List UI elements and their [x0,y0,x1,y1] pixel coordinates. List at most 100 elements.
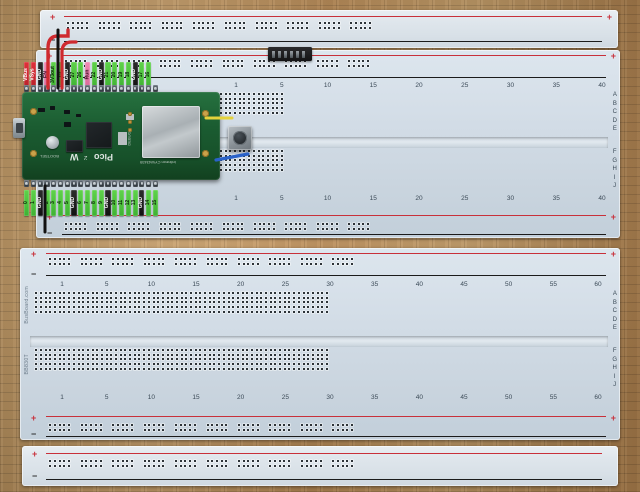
breadboard-hole[interactable] [63,363,66,366]
breadboard-hole[interactable] [190,358,193,361]
breadboard-hole[interactable] [49,292,52,295]
breadboard-hole[interactable] [86,353,89,356]
breadboard-hole[interactable] [80,428,83,431]
breadboard-hole[interactable] [316,358,319,361]
breadboard-hole[interactable] [243,93,246,96]
breadboard-hole[interactable] [362,223,365,226]
breadboard-hole[interactable] [293,363,296,366]
breadboard-hole[interactable] [143,292,146,295]
pico-header-pin[interactable] [78,180,84,187]
breadboard-hole[interactable] [81,22,84,25]
breadboard-column[interactable] [268,291,273,314]
breadboard-column[interactable] [156,348,161,371]
breadboard-hole[interactable] [63,306,66,309]
breadboard-column[interactable] [311,348,316,371]
breadboard-hole[interactable] [130,428,133,431]
rail-hole-group[interactable] [142,423,165,432]
breadboard-column[interactable] [259,348,264,371]
breadboard-hole[interactable] [222,310,225,313]
breadboard-hole[interactable] [266,93,269,96]
breadboard-hole[interactable] [224,26,227,29]
breadboard-hole[interactable] [68,349,71,352]
breadboard-hole[interactable] [77,296,80,299]
breadboard-hole[interactable] [205,60,208,63]
breadboard-hole[interactable] [318,26,321,29]
rail-hole-group[interactable] [111,459,134,468]
rail-hole-group[interactable] [223,21,246,30]
breadboard-hole[interactable] [115,223,118,226]
breadboard-column[interactable] [231,291,236,314]
breadboard-hole[interactable] [133,363,136,366]
breadboard-hole[interactable] [68,464,71,467]
breadboard-hole[interactable] [173,60,176,63]
breadboard-hole[interactable] [227,64,230,67]
pico-header-pin[interactable] [112,180,118,187]
breadboard-hole[interactable] [305,258,308,261]
breadboard-hole[interactable] [287,26,290,29]
breadboard-hole[interactable] [336,428,339,431]
breadboard-hole[interactable] [211,22,214,25]
breadboard-hole[interactable] [305,464,308,467]
breadboard-hole[interactable] [352,223,355,226]
breadboard-hole[interactable] [243,150,246,153]
breadboard-hole[interactable] [316,60,319,63]
breadboard-hole[interactable] [171,292,174,295]
breadboard-hole[interactable] [274,353,277,356]
breadboard-hole[interactable] [266,102,269,105]
breadboard-hole[interactable] [225,424,228,427]
breadboard-hole[interactable] [302,306,305,309]
rail-hole-group[interactable] [286,21,309,30]
rail-hole-group[interactable] [192,21,215,30]
breadboard-hole[interactable] [200,227,203,230]
breadboard-hole[interactable] [40,310,43,313]
rail-hole-group[interactable] [347,222,370,231]
breadboard-hole[interactable] [294,223,297,226]
breadboard-hole[interactable] [321,353,324,356]
breadboard-hole[interactable] [137,64,140,67]
breadboard-column[interactable] [118,291,123,314]
breadboard-hole[interactable] [133,301,136,304]
breadboard-hole[interactable] [316,363,319,366]
breadboard-hole[interactable] [336,262,339,265]
breadboard-hole[interactable] [250,310,253,313]
pico-header-pin[interactable] [118,85,125,92]
breadboard-hole[interactable] [197,26,200,29]
breadboard-column[interactable] [259,291,264,314]
breadboard-hole[interactable] [285,60,288,63]
breadboard-hole[interactable] [58,301,61,304]
breadboard-hole[interactable] [241,310,244,313]
breadboard-hole[interactable] [346,464,349,467]
breadboard-hole[interactable] [222,367,225,370]
breadboard-hole[interactable] [364,22,367,25]
breadboard-hole[interactable] [252,464,255,467]
breadboard-hole[interactable] [362,227,365,230]
breadboard-hole[interactable] [238,159,241,162]
breadboard-hole[interactable] [96,367,99,370]
breadboard-hole[interactable] [314,262,317,265]
breadboard-hole[interactable] [199,296,202,299]
breadboard-hole[interactable] [157,367,160,370]
breadboard-hole[interactable] [72,349,75,352]
breadboard-hole[interactable] [263,64,266,67]
breadboard-hole[interactable] [319,258,322,261]
breadboard-hole[interactable] [260,349,263,352]
breadboard-hole[interactable] [321,292,324,295]
breadboard-hole[interactable] [220,102,223,105]
breadboard-hole[interactable] [98,22,101,25]
breadboard-hole[interactable] [352,227,355,230]
breadboard-hole[interactable] [208,292,211,295]
breadboard-hole[interactable] [191,227,194,230]
breadboard-hole[interactable] [252,111,255,114]
pico-header-pin[interactable] [105,85,111,92]
breadboard-hole[interactable] [139,22,142,25]
breadboard-hole[interactable] [222,306,225,309]
breadboard-column[interactable] [104,348,109,371]
breadboard-hole[interactable] [299,223,302,226]
breadboard-hole[interactable] [367,64,370,67]
breadboard-column[interactable] [250,291,255,314]
breadboard-hole[interactable] [241,301,244,304]
breadboard-hole[interactable] [283,292,286,295]
breadboard-hole[interactable] [153,258,156,261]
breadboard-hole[interactable] [316,310,319,313]
breadboard-hole[interactable] [316,227,319,230]
